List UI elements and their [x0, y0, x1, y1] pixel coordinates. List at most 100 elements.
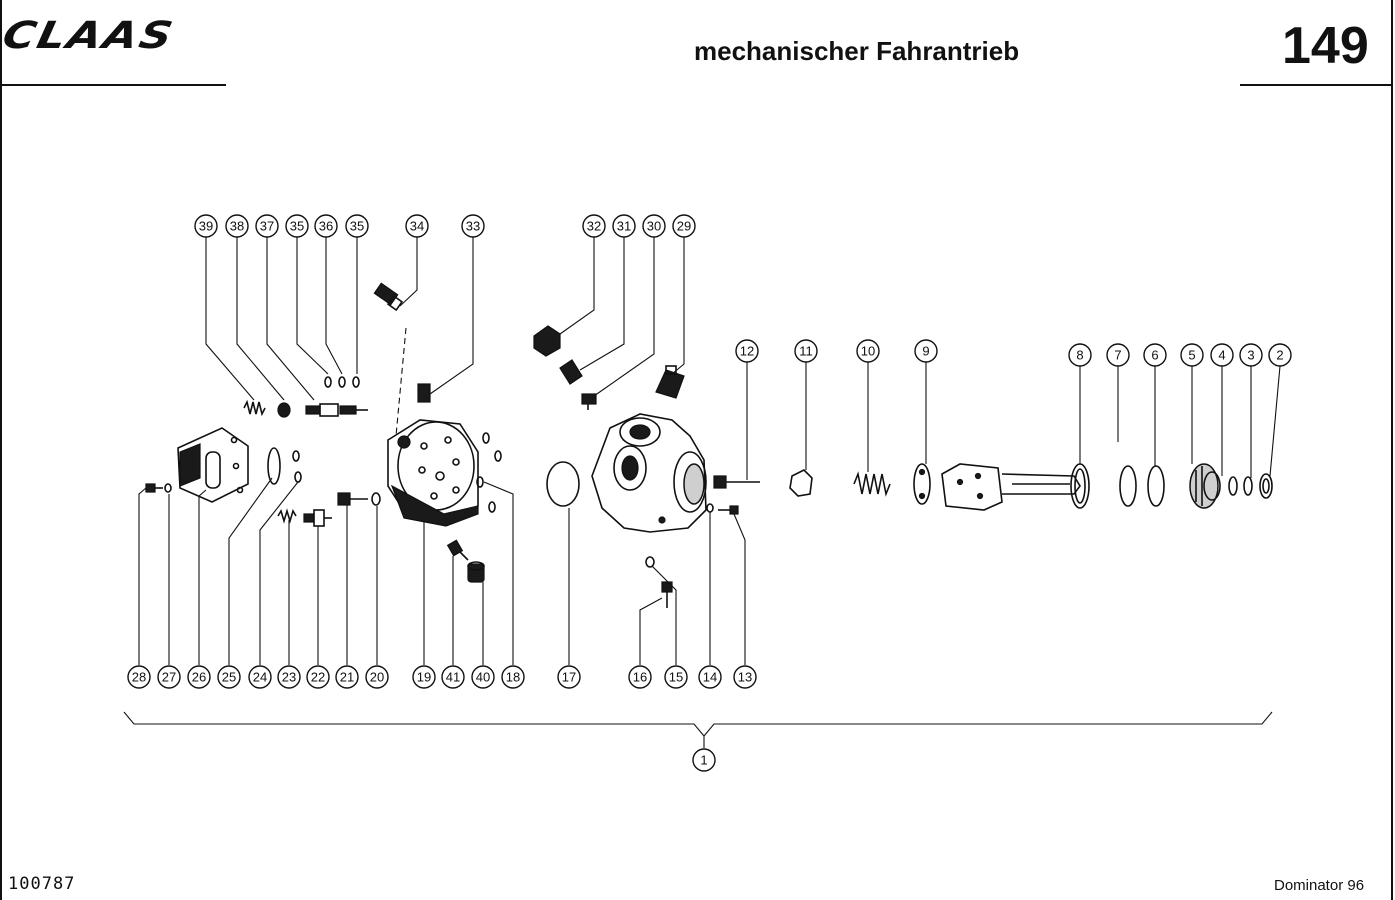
part-ring-4 — [1228, 476, 1238, 496]
svg-text:18: 18 — [506, 670, 520, 685]
svg-text:25: 25 — [222, 670, 236, 685]
callout: 24 — [248, 665, 272, 689]
svg-text:34: 34 — [410, 219, 424, 234]
header-rule-left — [0, 84, 226, 86]
page-title: mechanischer Fahrantrieb — [694, 36, 1020, 66]
callout: 40 — [471, 665, 495, 689]
assembly-brace — [123, 711, 1273, 737]
svg-text:20: 20 — [370, 670, 384, 685]
svg-text:22: 22 — [311, 670, 325, 685]
part-fitting-29 — [655, 365, 685, 399]
svg-text:14: 14 — [703, 670, 717, 685]
svg-text:38: 38 — [230, 219, 244, 234]
part-small-rings-18 — [476, 432, 502, 513]
callout: 35 — [285, 214, 309, 238]
callout: 28 — [127, 665, 151, 689]
callout: 21 — [335, 665, 359, 689]
svg-text:6: 6 — [1151, 348, 1158, 363]
svg-text:1: 1 — [700, 753, 707, 768]
part-washer-14 — [706, 503, 714, 513]
svg-text:2: 2 — [1276, 348, 1283, 363]
part-small-rings-24 — [292, 450, 302, 483]
callout: 26 — [187, 665, 211, 689]
callout: 34 — [405, 214, 429, 238]
svg-text:15: 15 — [669, 670, 683, 685]
svg-text:41: 41 — [446, 670, 460, 685]
part-spring-23 — [277, 508, 297, 524]
part-screw-13 — [718, 505, 739, 515]
part-valve-plate-9 — [913, 463, 931, 505]
callout: 18 — [501, 665, 525, 689]
callout: 37 — [255, 214, 279, 238]
callout: 41 — [441, 665, 465, 689]
svg-text:3: 3 — [1247, 348, 1254, 363]
svg-text:24: 24 — [253, 670, 267, 685]
part-ring-7 — [1119, 465, 1137, 507]
callout: 19 — [412, 665, 436, 689]
callout-assembly: 1 — [692, 748, 716, 772]
part-nut-32 — [533, 325, 561, 357]
callout: 31 — [612, 214, 636, 238]
svg-text:33: 33 — [466, 219, 480, 234]
part-valve-37 — [305, 376, 368, 417]
callout: 32 — [582, 214, 606, 238]
svg-text:9: 9 — [922, 344, 929, 359]
svg-text:27: 27 — [162, 670, 176, 685]
svg-text:13: 13 — [738, 670, 752, 685]
part-shaft — [941, 463, 1081, 511]
callout: 11 — [794, 339, 818, 363]
callout: 6 — [1143, 343, 1167, 367]
callout: 20 — [365, 665, 389, 689]
part-bolt-28 — [145, 483, 172, 493]
frame-right-border — [1391, 0, 1393, 900]
svg-text:30: 30 — [647, 219, 661, 234]
callout: 12 — [735, 339, 759, 363]
svg-text:40: 40 — [476, 670, 490, 685]
callout: 33 — [461, 214, 485, 238]
part-ring-2 — [1259, 473, 1273, 499]
callout: 13 — [733, 665, 757, 689]
callout: 15 — [664, 665, 688, 689]
svg-text:28: 28 — [132, 670, 146, 685]
callout: 39 — [194, 214, 218, 238]
callout: 25 — [217, 665, 241, 689]
part-fitting-41 — [446, 539, 469, 561]
svg-text:29: 29 — [677, 219, 691, 234]
callout: 36 — [314, 214, 338, 238]
part-spring-31 — [559, 359, 583, 385]
callout: 3 — [1239, 343, 1263, 367]
callout: 22 — [306, 665, 330, 689]
callout: 8 — [1068, 343, 1092, 367]
svg-text:26: 26 — [192, 670, 206, 685]
part-ring-3 — [1243, 476, 1253, 496]
callout: 14 — [698, 665, 722, 689]
svg-text:37: 37 — [260, 219, 274, 234]
callout: 23 — [277, 665, 301, 689]
callout: 10 — [856, 339, 880, 363]
callout: 38 — [225, 214, 249, 238]
part-washer-15 — [645, 556, 655, 568]
svg-text:21: 21 — [340, 670, 354, 685]
svg-text:19: 19 — [417, 670, 431, 685]
part-screw-30 — [581, 393, 597, 410]
part-valve-22 — [303, 509, 332, 527]
callout: 30 — [642, 214, 666, 238]
header-rule-right — [1240, 84, 1393, 86]
svg-text:35: 35 — [290, 219, 304, 234]
part-bolt-16 — [661, 581, 673, 608]
part-plug-33 — [417, 383, 431, 403]
page-number: 149 — [1282, 17, 1369, 75]
svg-text:17: 17 — [562, 670, 576, 685]
svg-text:16: 16 — [633, 670, 647, 685]
svg-text:35: 35 — [350, 219, 364, 234]
callout: 27 — [157, 665, 181, 689]
part-bolt-12 — [713, 475, 760, 489]
svg-text:11: 11 — [799, 344, 813, 359]
callout: 16 — [628, 665, 652, 689]
svg-text:32: 32 — [587, 219, 601, 234]
callout: 9 — [914, 339, 938, 363]
callout: 35 — [345, 214, 369, 238]
callout: 17 — [557, 665, 581, 689]
model-label: Dominator 96 — [1274, 877, 1365, 894]
